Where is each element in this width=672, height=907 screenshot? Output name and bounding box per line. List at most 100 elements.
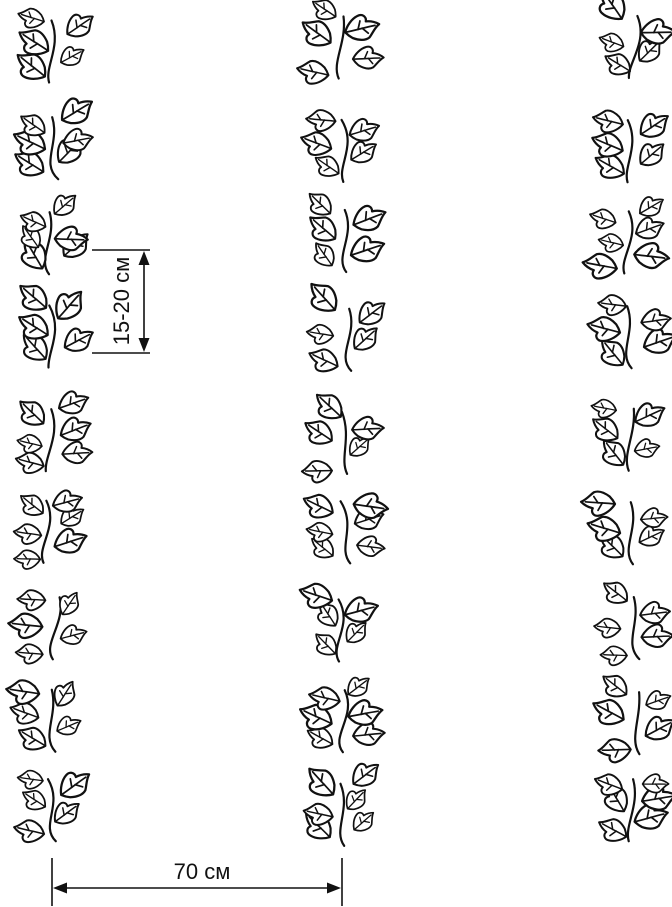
leaf-icon — [581, 492, 615, 516]
leaf-icon — [597, 738, 631, 764]
leaf-icon — [600, 646, 627, 666]
leaf-icon — [591, 108, 625, 135]
plant-sketch — [12, 278, 98, 368]
plant-sketch — [297, 755, 384, 845]
leaf-icon — [594, 618, 621, 638]
leaf-icon — [14, 550, 41, 570]
leaf-icon — [301, 460, 333, 484]
leaf-icon — [56, 412, 95, 446]
leaf-icon — [14, 489, 48, 521]
arrow-right-icon — [327, 883, 341, 894]
plant-sketch — [591, 0, 672, 80]
leaf-icon — [587, 694, 628, 730]
row-spacing-label: 70 см — [174, 859, 231, 884]
plant-sketch — [299, 387, 385, 483]
leaf-icon — [16, 6, 47, 31]
plant-sketch — [581, 191, 670, 281]
plant-sketch — [12, 386, 95, 476]
leaf-icon — [302, 187, 337, 221]
leaf-icon — [341, 592, 381, 626]
leaf-icon — [53, 711, 84, 739]
plant-sketch — [299, 490, 389, 564]
leaf-icon — [297, 128, 334, 159]
leaf-icon — [630, 397, 669, 432]
leaf-icon — [59, 321, 98, 357]
leaf-icon — [587, 206, 618, 231]
leaf-icon — [640, 710, 672, 746]
leaf-icon — [13, 722, 50, 755]
arrow-left-icon — [53, 883, 67, 894]
plant-sketch — [591, 771, 672, 847]
plant-sketch — [295, 0, 385, 86]
leaf-icon — [309, 387, 349, 425]
leaf-icon — [348, 200, 389, 237]
leaf-icon — [301, 276, 343, 318]
leaf-icon — [307, 238, 339, 271]
leaf-icon — [17, 590, 45, 610]
plant-sketch — [587, 669, 672, 764]
leaf-icon — [55, 386, 92, 419]
plant-sketch — [297, 110, 382, 182]
arrow-up-icon — [139, 251, 150, 265]
leaf-icon — [341, 783, 371, 814]
leaf-icon — [347, 320, 383, 356]
leaf-icon — [306, 110, 336, 132]
leaf-icon — [346, 755, 384, 792]
leaf-icon — [594, 814, 631, 847]
leaf-icon — [12, 818, 46, 845]
leaf-icon — [581, 252, 618, 280]
leaf-icon — [588, 128, 627, 161]
plant-sketch — [588, 106, 672, 184]
plant-sketch — [594, 576, 672, 666]
leaf-icon — [597, 294, 626, 316]
leaf-icon — [635, 191, 668, 222]
plant-sketch — [8, 587, 89, 664]
leaf-icon — [18, 785, 50, 815]
leaf-icon — [342, 10, 383, 44]
leaf-icon — [299, 490, 337, 523]
plant-sketch — [586, 397, 669, 472]
leaf-icon — [15, 433, 43, 455]
leaf-icon — [632, 436, 661, 460]
plant-sketch — [12, 763, 96, 844]
plant-sketch — [10, 6, 99, 87]
leaf-icon — [596, 30, 626, 55]
leaf-icon — [12, 394, 51, 432]
leaf-icon — [17, 208, 49, 236]
leaf-icon — [640, 623, 672, 649]
leaf-icon — [634, 242, 670, 269]
in-row-spacing-label: 15-20 см — [109, 257, 134, 346]
leaf-icon — [12, 278, 53, 317]
leaf-icon — [639, 306, 672, 333]
leaf-icon — [638, 599, 672, 626]
leaf-icon — [17, 770, 44, 790]
leaf-icon — [642, 773, 669, 793]
leaf-icon — [305, 345, 342, 377]
leaf-icon — [634, 106, 672, 144]
arrow-down-icon — [139, 338, 150, 352]
leaf-icon — [352, 45, 385, 70]
leaf-icon — [13, 450, 45, 476]
leaf-icon — [299, 761, 341, 803]
plant-sketch — [295, 671, 386, 753]
leaf-icon — [590, 398, 617, 419]
leaf-icon — [55, 90, 98, 130]
leaf-icon — [295, 59, 330, 87]
in-row-spacing-dimension: 15-20 см — [92, 250, 150, 353]
plant-sketch — [296, 580, 381, 662]
plant-sketch — [9, 90, 98, 182]
leaf-icon — [639, 506, 669, 529]
leaf-icon — [353, 294, 391, 331]
leaf-icon — [8, 613, 43, 639]
leaf-icon — [356, 535, 385, 557]
plant-sketch — [14, 188, 95, 275]
leaf-icon — [58, 621, 90, 648]
leaf-icon — [346, 114, 382, 145]
leaf-icon — [13, 523, 42, 545]
plant-sketch — [301, 276, 390, 376]
plant-sketch — [302, 187, 390, 272]
leaf-icon — [632, 212, 667, 243]
plant-sketch — [5, 676, 84, 755]
leaf-icon — [345, 696, 385, 728]
